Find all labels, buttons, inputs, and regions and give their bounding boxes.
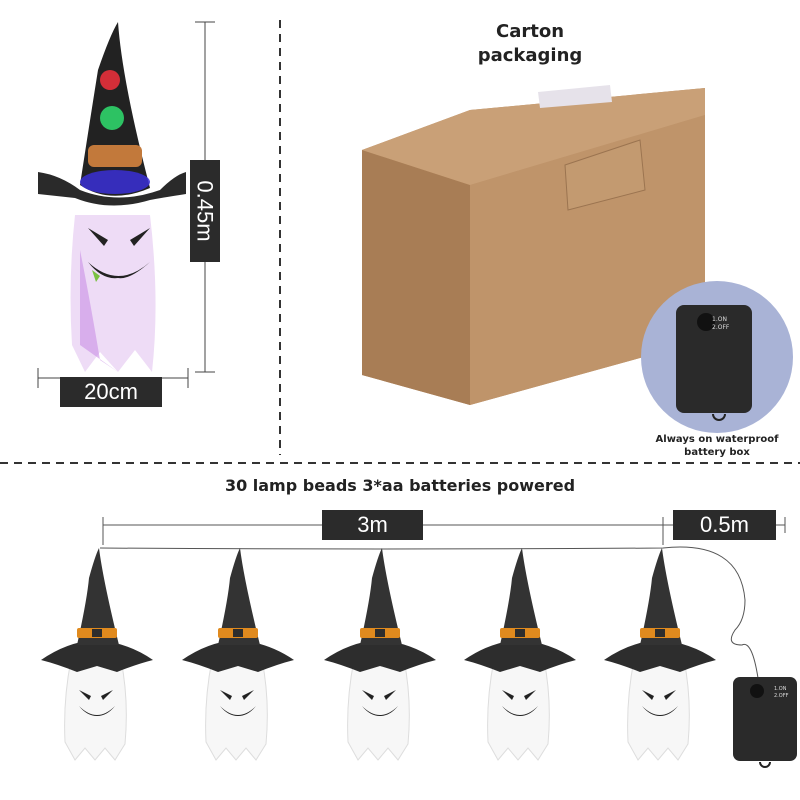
carton-title-line2: packaging — [477, 45, 583, 66]
battery-caption: Always on waterproof battery box — [655, 434, 779, 458]
switch-on-label: 1.ON — [774, 686, 787, 692]
switch-off-label: 2.OFF — [774, 693, 789, 699]
carton-title-line1: Carton — [495, 21, 565, 42]
width-label: 20cm — [60, 377, 162, 407]
string-length-label: 3m — [322, 510, 423, 540]
lead-length-label: 0.5m — [673, 510, 776, 540]
switch-off-label: 2.OFF — [712, 324, 730, 331]
ghost-lamp — [461, 547, 579, 761]
battery-switch-labels: 1.ON 2.OFF — [712, 316, 729, 332]
height-label-box: 0.45m — [190, 160, 220, 262]
carton-title: Carton packaging — [430, 20, 630, 68]
colorful-ghost-lamp — [38, 22, 186, 372]
height-label: 0.45m — [193, 180, 218, 242]
ghost-lamp — [179, 547, 297, 761]
ghost-lamps-string — [38, 547, 719, 761]
battery-box-top — [676, 305, 752, 421]
bottom-title: 30 lamp beads 3*aa batteries powered — [224, 476, 576, 495]
battery-switch-labels-bottom: 1.ON 2.OFF — [774, 686, 788, 700]
ghost-lamp — [321, 547, 439, 761]
ghost-lamp — [601, 547, 719, 761]
ghost-lamp — [38, 547, 156, 761]
battery-box-bottom — [733, 677, 797, 768]
switch-on-label: 1.ON — [712, 316, 727, 323]
